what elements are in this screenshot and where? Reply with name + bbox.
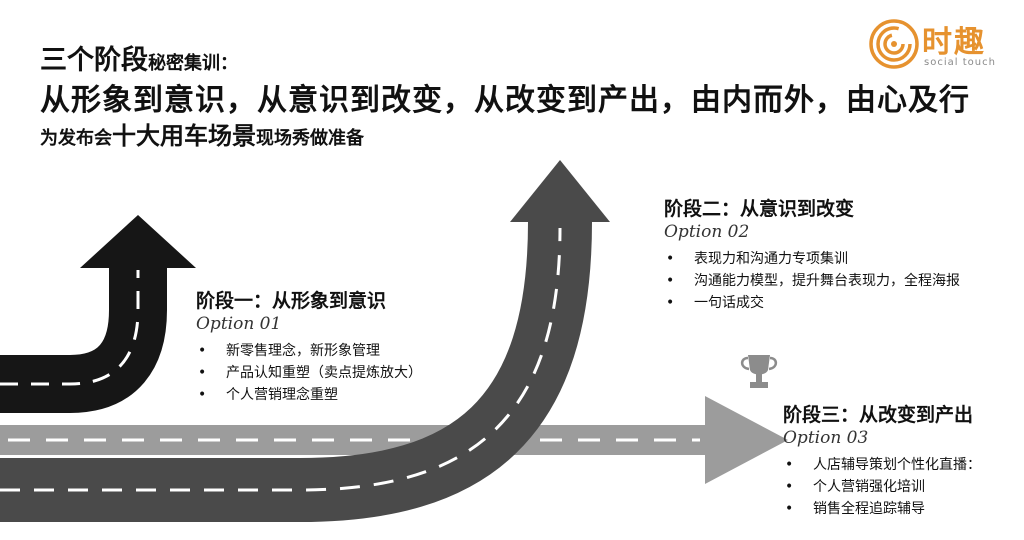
stage-3-title: 阶段三：从改变到产出: [783, 402, 981, 428]
stage-2-list: 表现力和沟通力专项集训 沟通能力模型，提升舞台表现力，全程海报 一句话成交: [664, 248, 960, 314]
list-item: 个人营销理念重塑: [196, 384, 422, 406]
brand-logo: 时趣 social touch: [868, 15, 1018, 75]
header-line-3-emphasis: 十大用车场景: [112, 121, 256, 150]
list-item: 新零售理念，新形象管理: [196, 340, 422, 362]
header-line-3-prefix: 为发布会: [40, 128, 112, 149]
stage-3-list: 人店辅导策划个性化直播： 个人营销强化培训 销售全程追踪辅导: [783, 454, 981, 520]
logo-name: 时趣: [922, 17, 986, 61]
list-item: 个人营销强化培训: [783, 476, 981, 498]
road-arrow-stage-1: [0, 215, 196, 384]
stage-1-list: 新零售理念，新形象管理 产品认知重塑（卖点提炼放大） 个人营销理念重塑: [196, 340, 422, 406]
header-line-1: 三个阶段秘密集训：: [40, 44, 970, 81]
stage-2-title: 阶段二：从意识到改变: [664, 196, 960, 222]
list-item: 销售全程追踪辅导: [783, 498, 981, 520]
list-item: 表现力和沟通力专项集训: [664, 248, 960, 270]
stage-3-option: Option 03: [783, 428, 981, 448]
list-item: 沟通能力模型，提升舞台表现力，全程海报: [664, 270, 960, 292]
stage-1-option: Option 01: [196, 314, 422, 334]
stage-2: 阶段二：从意识到改变 Option 02 表现力和沟通力专项集训 沟通能力模型，…: [664, 196, 960, 314]
stage-2-option: Option 02: [664, 222, 960, 242]
logo-tagline: social touch: [924, 57, 996, 68]
header-line-1-suffix: 秘密集训：: [148, 53, 238, 74]
header-line-1-prefix: 三个阶段: [40, 45, 148, 76]
list-item: 产品认知重塑（卖点提炼放大）: [196, 362, 422, 384]
header: 三个阶段秘密集训： 从形象到意识，从意识到改变，从改变到产出，由内而外，由心及行…: [40, 44, 970, 154]
stage-1: 阶段一：从形象到意识 Option 01 新零售理念，新形象管理 产品认知重塑（…: [196, 288, 422, 406]
spiral-logo-icon: [868, 18, 920, 70]
trophy-icon: [738, 352, 780, 392]
list-item: 一句话成交: [664, 292, 960, 314]
header-line-3-suffix: 现场秀做准备: [256, 128, 364, 149]
stage-1-title: 阶段一：从形象到意识: [196, 288, 422, 314]
list-item: 人店辅导策划个性化直播：: [783, 454, 981, 476]
stage-3: 阶段三：从改变到产出 Option 03 人店辅导策划个性化直播： 个人营销强化…: [783, 402, 981, 520]
header-line-3: 为发布会十大用车场景现场秀做准备: [40, 121, 970, 154]
header-line-2: 从形象到意识，从意识到改变，从改变到产出，由内而外，由心及行: [40, 81, 970, 121]
